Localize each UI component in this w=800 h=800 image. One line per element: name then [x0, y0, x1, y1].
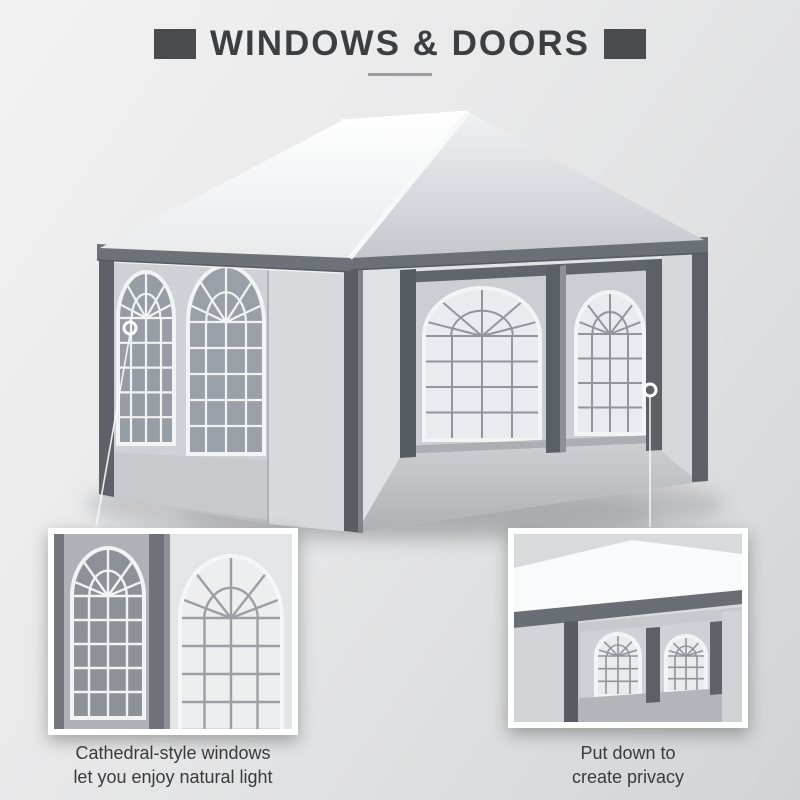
- windows-detail-inset: [48, 528, 298, 735]
- privacy-window-left: [594, 632, 642, 698]
- title-row: WINDOWS & DOORS: [154, 24, 646, 64]
- privacy-view-art: [514, 534, 742, 722]
- windows-closeup-art: [54, 534, 292, 729]
- tent-interior: [356, 244, 706, 533]
- title-bar-left: [154, 29, 196, 59]
- windows-caption: Cathedral-style windows let you enjoy na…: [33, 742, 313, 790]
- header: WINDOWS & DOORS: [0, 24, 800, 76]
- sidewall-window-small: [116, 270, 176, 446]
- interior-window-left: [422, 286, 542, 442]
- lowered-panel: [514, 623, 568, 722]
- closeup-window-light: [178, 554, 284, 729]
- title-bar-right: [603, 29, 646, 59]
- title-underline: [368, 73, 432, 76]
- callout-dot-privacy: [642, 382, 658, 398]
- page-title: WINDOWS & DOORS: [210, 24, 590, 63]
- privacy-caption-line2: create privacy: [571, 766, 685, 787]
- right-side-panel: [662, 250, 694, 478]
- callout-dot-windows: [122, 320, 138, 336]
- privacy-detail-inset: [508, 528, 748, 728]
- sidewall-window-large: [186, 264, 266, 456]
- roof-eave-frame: [96, 237, 709, 273]
- callouts: [95, 320, 658, 528]
- windows-caption-line1: Cathedral-style windows: [75, 743, 271, 763]
- privacy-caption-line1: Put down to: [580, 743, 676, 763]
- closeup-window-dark: [70, 546, 146, 720]
- privacy-window-right: [664, 634, 708, 694]
- tent-poles: [344, 238, 708, 533]
- connector-line-windows: [95, 333, 131, 528]
- windows-caption-line2: let you enjoy natural light: [73, 766, 273, 787]
- interior-window-right: [574, 290, 646, 436]
- privacy-caption: Put down to create privacy: [498, 742, 758, 790]
- tent-roof: [100, 110, 704, 260]
- tent-left-wall: [99, 250, 353, 532]
